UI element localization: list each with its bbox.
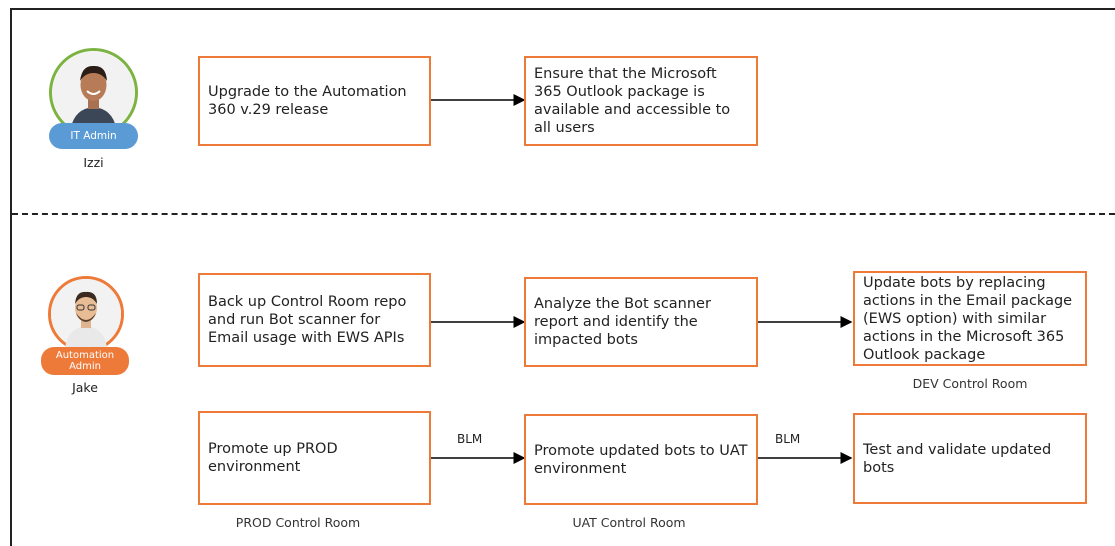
prod-control-room-caption: PROD Control Room [235, 515, 361, 530]
role-label: Automation Admin [55, 350, 115, 372]
person-icon [51, 279, 121, 349]
uat-control-room-caption: UAT Control Room [572, 515, 686, 530]
step-text: Back up Control Room repo and run Bot sc… [208, 294, 407, 346]
automation-admin-role-badge: Automation Admin [41, 347, 129, 375]
step-text: Analyze the Bot scanner report and ident… [534, 296, 711, 348]
step-text: Promote updated bots to UAT environment [534, 442, 748, 477]
blm-label-1: BLM [457, 432, 483, 446]
step-text: Test and validate updated bots [863, 441, 1052, 476]
blm-label-2: BLM [775, 432, 801, 446]
it-admin-avatar [49, 48, 138, 137]
step-text: Promote up PROD environment [208, 441, 338, 475]
step-backup-scan: Back up Control Room repo and run Bot sc… [198, 273, 431, 367]
it-admin-name: Izzi [83, 155, 104, 170]
frame-top-border [10, 8, 1115, 10]
step-upgrade: Upgrade to the Automation 360 v.29 relea… [198, 56, 431, 146]
step-text: Upgrade to the Automation 360 v.29 relea… [208, 84, 407, 118]
step-ensure-outlook: Ensure that the Microsoft 365 Outlook pa… [524, 56, 758, 146]
frame-left-border [10, 8, 12, 546]
role-label: IT Admin [70, 129, 117, 142]
step-test-validate: Test and validate updated bots [853, 413, 1087, 504]
step-analyze-report: Analyze the Bot scanner report and ident… [524, 277, 758, 367]
dev-control-room-caption: DEV Control Room [912, 376, 1028, 391]
swimlane-divider [12, 213, 1115, 215]
step-text: Ensure that the Microsoft 365 Outlook pa… [534, 66, 731, 136]
step-promote-prod: Promote up PROD environment [198, 411, 431, 505]
step-text: Update bots by replacing actions in the … [863, 274, 1073, 363]
it-admin-role-badge: IT Admin [49, 123, 138, 149]
automation-admin-avatar [48, 276, 124, 352]
step-update-bots: Update bots by replacing actions in the … [853, 271, 1087, 366]
step-promote-uat: Promote updated bots to UAT environment [524, 414, 758, 505]
automation-admin-name: Jake [72, 380, 98, 395]
